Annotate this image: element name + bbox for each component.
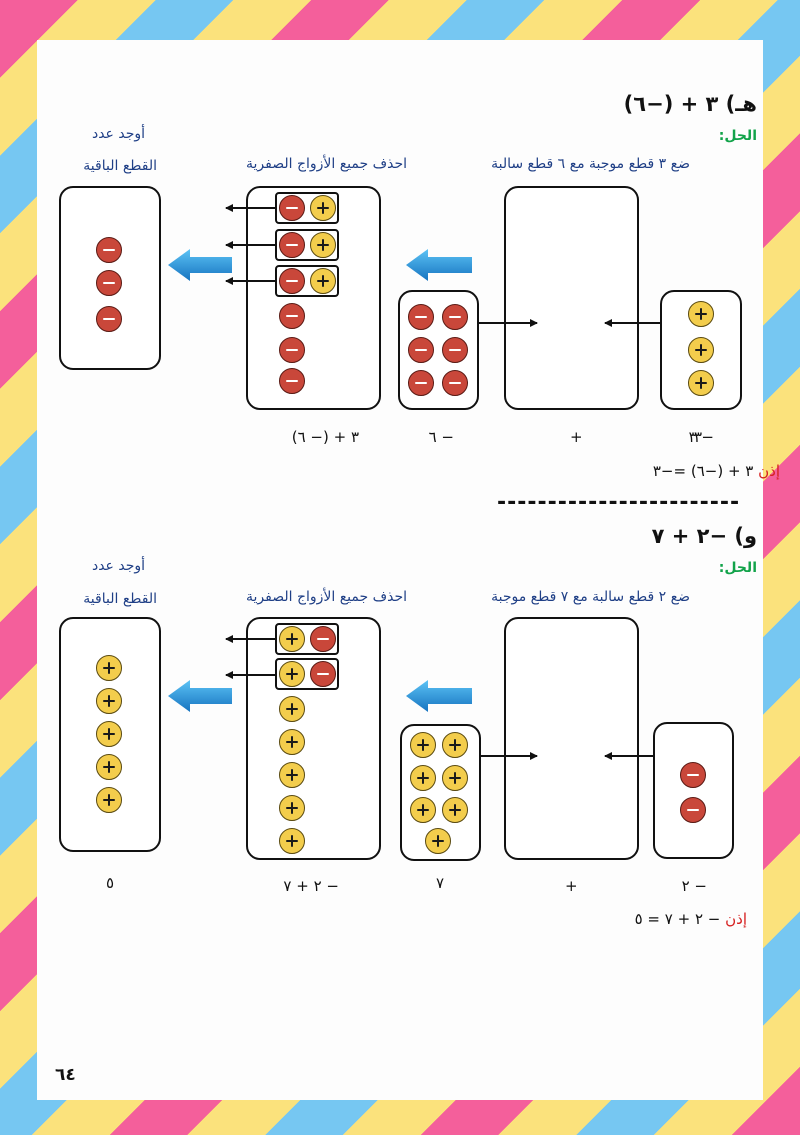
- positive-chip: [410, 765, 436, 791]
- problem-e-step2: احذف جميع الأزواج الصفرية: [245, 156, 407, 172]
- problem-f-title: و) −٢ + ٧: [651, 524, 757, 548]
- positive-chip: [279, 762, 305, 788]
- problem-f-conclusion: إذن − ٢ + ٧ = ٥: [635, 910, 747, 928]
- problem-f-expression-label: − ٢ + ٧: [283, 877, 339, 895]
- positive-chip: [96, 787, 122, 813]
- negative-chip: [408, 370, 434, 396]
- negative-chip: [96, 306, 122, 332]
- page-number: ٦٤: [55, 1065, 76, 1085]
- negative-chip: [279, 195, 305, 221]
- negative-chip: [680, 762, 706, 788]
- problem-f-negative-box: [653, 722, 734, 859]
- problem-e-step3-line2: القطع الباقية: [83, 158, 157, 174]
- positive-chip: [688, 301, 714, 327]
- problem-e-step3-line1: أوجد عدد: [91, 126, 145, 142]
- problem-e-solution-label: الحل:: [718, 128, 757, 144]
- problem-e-combined-box: [504, 186, 639, 410]
- negative-chip: [279, 368, 305, 394]
- problem-f-solution-label: الحل:: [718, 560, 757, 576]
- positive-chip: [279, 828, 305, 854]
- problem-f-combined-box: [504, 617, 639, 860]
- positive-chip: [688, 370, 714, 396]
- negative-chip: [279, 268, 305, 294]
- positive-chip: [410, 797, 436, 823]
- negative-chip: [279, 303, 305, 329]
- problem-f-step3-line1: أوجد عدد: [91, 558, 145, 574]
- positive-chip: [96, 655, 122, 681]
- problem-f-result-label: ٥: [106, 874, 115, 892]
- positive-chip: [442, 732, 468, 758]
- negative-chip: [408, 304, 434, 330]
- positive-chip: [279, 696, 305, 722]
- negative-chip: [408, 337, 434, 363]
- positive-chip: [425, 828, 451, 854]
- positive-chip: [310, 268, 336, 294]
- positive-chip: [410, 732, 436, 758]
- negative-chip: [310, 661, 336, 687]
- positive-chip: [96, 688, 122, 714]
- negative-chip: [279, 337, 305, 363]
- positive-chip: [688, 337, 714, 363]
- negative-chip: [680, 797, 706, 823]
- problem-e-negative-label: − ٦: [428, 428, 454, 446]
- negative-chip: [442, 337, 468, 363]
- section-separator: ------------------------: [497, 490, 741, 515]
- problem-f-step2: احذف جميع الأزواج الصفرية: [245, 589, 407, 605]
- positive-chip: [96, 754, 122, 780]
- negative-chip: [442, 304, 468, 330]
- problem-e-step1: ضع ٣ قطع موجبة مع ٦ قطع سالبة: [491, 156, 690, 172]
- problem-f-step1: ضع ٢ قطع سالبة مع ٧ قطع موجبة: [491, 589, 690, 605]
- positive-chip: [279, 626, 305, 652]
- positive-chip: [279, 795, 305, 821]
- problem-e-expression-label: ٣ + (− ٦): [291, 428, 359, 446]
- problem-f-zero-pairs-box: [246, 617, 381, 860]
- negative-chip: [310, 626, 336, 652]
- positive-chip: [442, 797, 468, 823]
- problem-f-positive-label: ٧: [436, 874, 445, 892]
- problem-e-result-label: − ٣: [688, 428, 714, 446]
- problem-f-negative-label: − ٢: [681, 877, 707, 895]
- problem-e-title: هـ) ٣ + (−٦): [623, 92, 757, 116]
- positive-chip: [310, 195, 336, 221]
- conclusion-text: ٣ + (−٦) =−٣: [652, 462, 754, 480]
- conclusion-prefix: إذن: [758, 462, 780, 480]
- positive-chip: [310, 232, 336, 258]
- negative-chip: [279, 232, 305, 258]
- problem-e-plus-label: +: [570, 428, 583, 446]
- problem-e-positive-label: ٣: [694, 428, 703, 446]
- problem-f-plus-label: +: [565, 877, 578, 895]
- conclusion-prefix: إذن: [725, 910, 747, 928]
- negative-chip: [96, 237, 122, 263]
- problem-f-step3-line2: القطع الباقية: [83, 591, 157, 607]
- positive-chip: [442, 765, 468, 791]
- positive-chip: [279, 661, 305, 687]
- positive-chip: [96, 721, 122, 747]
- negative-chip: [442, 370, 468, 396]
- problem-e-conclusion: إذن ٣ + (−٦) =−٣: [653, 462, 780, 480]
- positive-chip: [279, 729, 305, 755]
- negative-chip: [96, 270, 122, 296]
- conclusion-text: − ٢ + ٧ = ٥: [634, 910, 721, 928]
